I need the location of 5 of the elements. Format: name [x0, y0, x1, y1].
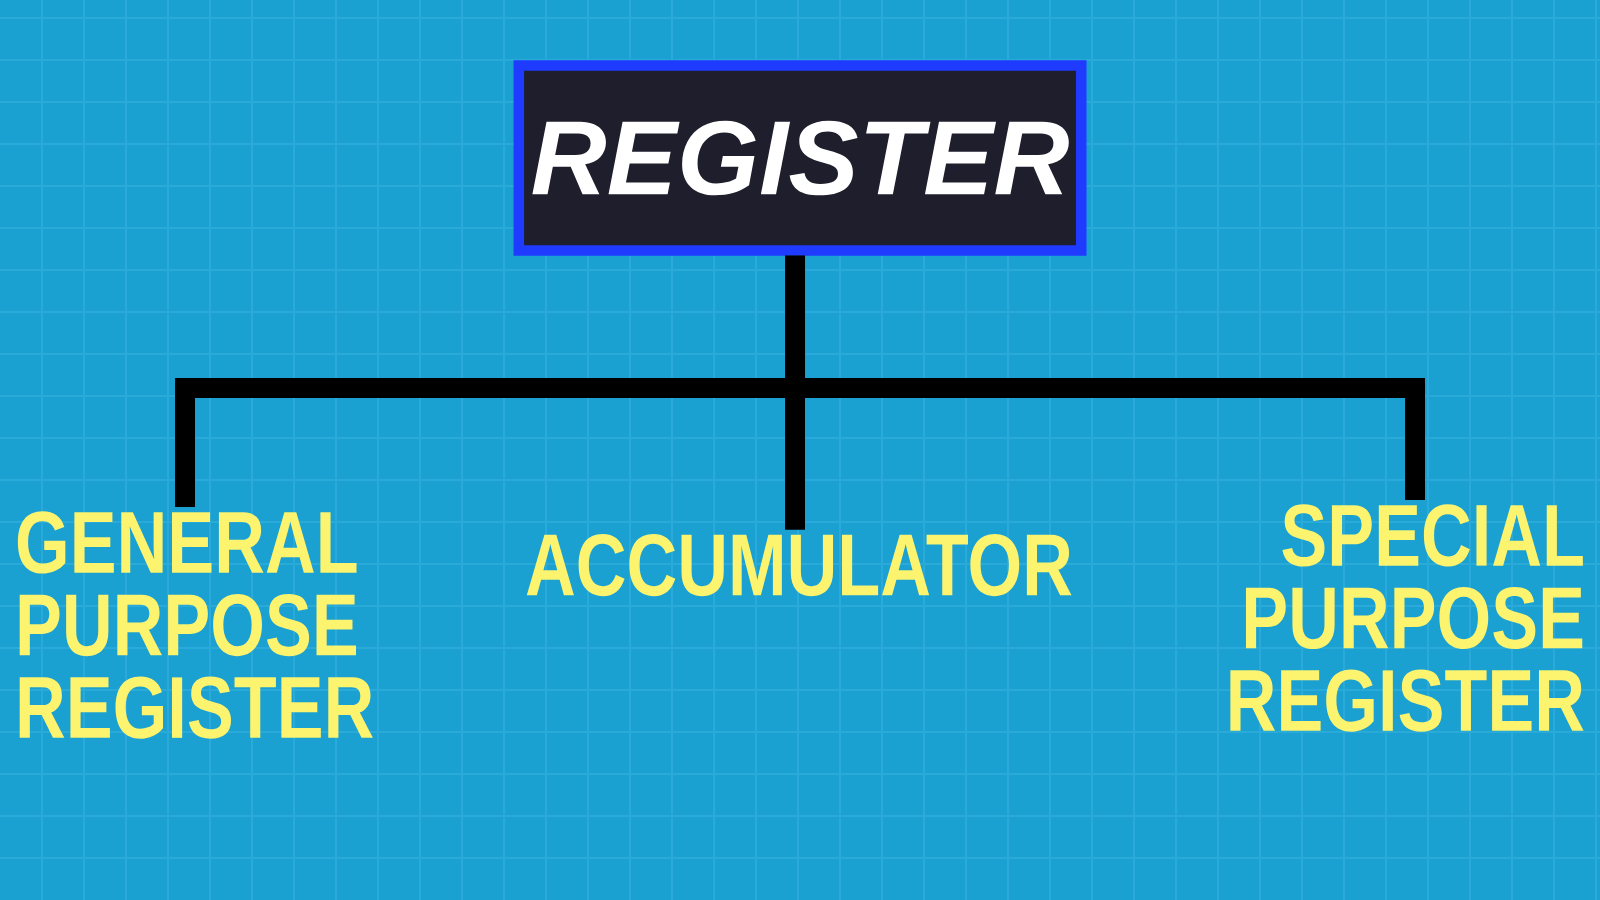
category-label: ACCUMULATOR	[526, 533, 1072, 597]
category-label: GENERAL PURPOSE REGISTER	[17, 511, 373, 739]
category-label: SPECIAL PURPOSE REGISTER	[1230, 504, 1584, 732]
title-box: REGISTER	[513, 60, 1087, 256]
connector-line	[785, 255, 1425, 501]
